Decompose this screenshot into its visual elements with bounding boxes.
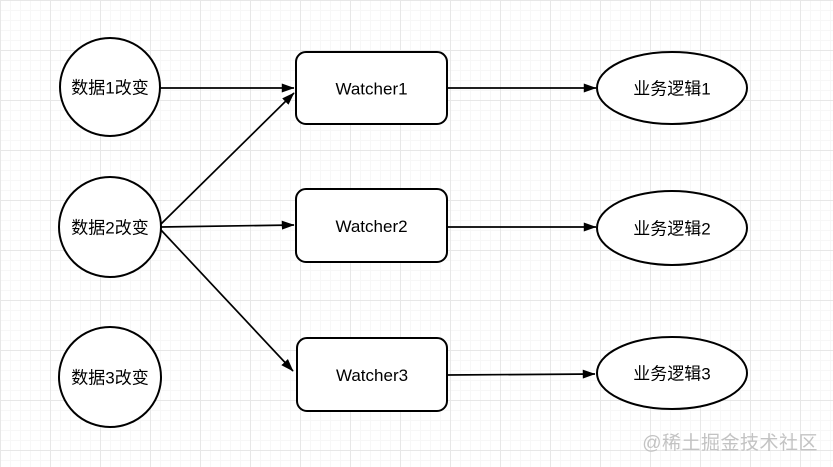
edge-watcher3-to-logic3 [446, 369, 596, 379]
node-logic1-ellipse-label: 业务逻辑1 [633, 80, 710, 99]
node-watcher2-box-label: Watcher2 [335, 217, 407, 236]
edges-layer [160, 83, 597, 379]
node-logic1-ellipse-shape [596, 51, 748, 125]
node-watcher1-box-shape [295, 51, 448, 125]
node-watcher3-box-label: Watcher3 [336, 366, 408, 385]
node-logic3-ellipse: 业务逻辑3 [596, 336, 748, 410]
node-data3-circle-shape [58, 326, 162, 428]
node-logic1-ellipse: 业务逻辑1 [596, 51, 748, 125]
node-logic3-ellipse-label: 业务逻辑3 [633, 365, 710, 384]
node-logic2-ellipse: 业务逻辑2 [596, 190, 748, 266]
node-watcher1-box-label: Watcher1 [335, 80, 407, 99]
node-watcher1-box: Watcher1 [295, 51, 448, 125]
node-data2-circle-shape [58, 176, 162, 278]
node-data2-circle-label: 数据2改变 [71, 219, 148, 238]
node-watcher3-box-shape [296, 337, 448, 412]
node-data1-circle-label: 数据1改变 [71, 79, 148, 98]
node-watcher2-box: Watcher2 [295, 188, 448, 263]
node-watcher3-box: Watcher3 [296, 337, 448, 412]
edge-data2-to-watcher2 [160, 220, 295, 230]
edge-data2-to-watcher1 [160, 92, 295, 225]
node-logic2-ellipse-shape [596, 190, 748, 266]
node-data2-circle: 数据2改变 [58, 176, 162, 278]
node-data3-circle-label: 数据3改变 [71, 369, 148, 388]
edge-data2-to-watcher3 [160, 229, 294, 372]
node-logic3-ellipse-shape [596, 336, 748, 410]
node-logic2-ellipse-label: 业务逻辑2 [633, 220, 710, 239]
node-data1-circle: 数据1改变 [59, 37, 161, 137]
node-data1-circle-shape [59, 37, 161, 137]
node-watcher2-box-shape [295, 188, 448, 263]
node-data3-circle: 数据3改变 [58, 326, 162, 428]
